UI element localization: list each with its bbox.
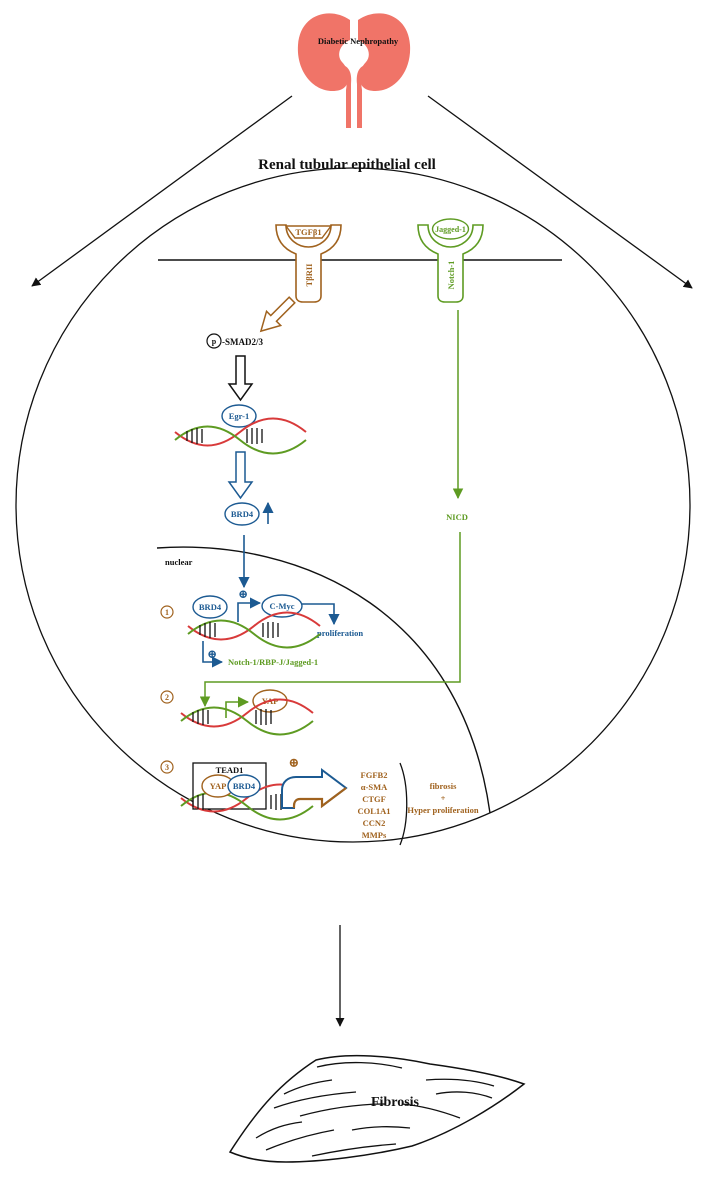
- dna-helix-step1: [187, 611, 321, 649]
- outcome-hyper: Hyper proliferation: [407, 805, 478, 815]
- outcome-fibrosis: fibrosis: [430, 781, 457, 791]
- plus-step3: ⊕: [289, 755, 300, 770]
- disease-label: Diabetic Nephropathy: [318, 36, 399, 46]
- step2-circle: [160, 690, 174, 704]
- gene-bracket: [399, 762, 408, 846]
- tgfb1-label: TGFβ1: [295, 227, 321, 237]
- tgfb-to-smad-arrow: [259, 296, 296, 333]
- kidney-right-arrow: [427, 95, 693, 289]
- cmyc-proliferation-arrow: [302, 603, 340, 626]
- transcription-bent-arrow: [281, 768, 348, 809]
- notch-pathway-label: Notch-1/RBP-J/Jagged-1: [228, 657, 318, 667]
- step2-label: 2: [165, 693, 169, 702]
- brd4-nuc-oval: [192, 595, 228, 619]
- gene-asma: α-SMA: [361, 782, 388, 792]
- cmyc-label: C-Myc: [269, 601, 294, 611]
- promoter-arrow-notch: [202, 641, 224, 668]
- fibrosis-label: Fibrosis: [371, 1095, 420, 1110]
- dna-helix-egr1: [174, 417, 307, 455]
- brd4-cyto-label: BRD4: [231, 509, 254, 519]
- brd4-cyto-oval: [224, 502, 260, 526]
- step3-label: 3: [165, 763, 169, 772]
- brd4-nuc-label: BRD4: [199, 602, 222, 612]
- notch1-label: Notch-1: [446, 261, 456, 290]
- tead1-label: TEAD1: [216, 765, 244, 775]
- plus-cmyc: ⊕: [238, 587, 248, 601]
- target-gene-list: FGFB2 α-SMA CTGF COL1A1 CCN2 MMPs: [357, 770, 390, 840]
- gene-col1a1: COL1A1: [357, 806, 390, 816]
- cmyc-oval: [261, 594, 303, 618]
- nicd-to-yap-arrow: [199, 532, 461, 708]
- smad-to-egr1-arrow: [227, 355, 254, 402]
- gene-ccn2: CCN2: [363, 818, 386, 828]
- egr1-oval: [221, 404, 257, 428]
- psmad-label: -SMAD2/3: [222, 337, 263, 347]
- step1-circle: [160, 605, 174, 619]
- dna-helix-step2: [180, 698, 314, 736]
- step3-circle: [160, 760, 174, 774]
- tbr2-label: TβRII: [304, 263, 314, 287]
- proliferation-label: proliferation: [317, 628, 363, 638]
- phospho-label: p: [212, 337, 217, 346]
- brd4-step3-label: BRD4: [233, 781, 256, 791]
- jagged1-label: Jagged-1: [435, 225, 466, 234]
- nuclear-label: nuclear: [165, 557, 193, 567]
- fibrosis-tissue-icon: [228, 1054, 526, 1163]
- brd4-step3-oval: [227, 774, 261, 798]
- promoter-arrow-yap: [225, 696, 250, 718]
- cell-title: Renal tubular epithelial cell: [258, 157, 436, 173]
- plus-notch: ⊕: [207, 647, 217, 661]
- notch-receptor: [417, 218, 484, 303]
- gene-ctgf: CTGF: [362, 794, 386, 804]
- outcome-plus: +: [441, 793, 446, 803]
- egr1-label: Egr-1: [229, 411, 249, 421]
- step1-label: 1: [165, 608, 169, 617]
- tgfb-receptor: [275, 224, 342, 303]
- kidney-left-arrow: [31, 95, 293, 287]
- promoter-arrow-cmyc: [237, 597, 262, 622]
- nuclear-envelope: [156, 546, 493, 831]
- yap3-label: YAP: [210, 781, 227, 791]
- nicd-label: NICD: [446, 512, 468, 522]
- phospho-circle: [206, 333, 222, 349]
- egr1-to-brd4-arrow: [227, 451, 254, 500]
- kidney-icon: [297, 13, 411, 128]
- cell-membrane: [15, 167, 691, 843]
- gene-fgfb2: FGFB2: [361, 770, 388, 780]
- gene-mmps: MMPs: [362, 830, 387, 840]
